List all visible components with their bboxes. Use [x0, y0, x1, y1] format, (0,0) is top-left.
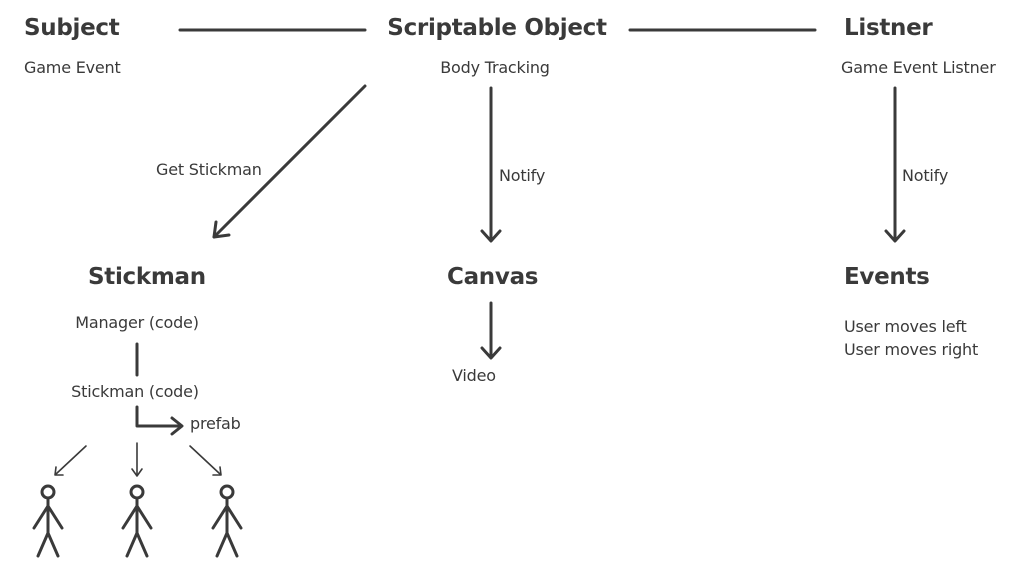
arrow-get-stickman-line — [212, 84, 367, 239]
subject-title: Subject — [24, 15, 120, 41]
stickman-title: Stickman — [88, 264, 206, 290]
events-title: Events — [844, 264, 930, 290]
stickman-prefab-label: prefab — [190, 414, 241, 433]
arrow-get-stickman-head — [212, 220, 231, 239]
edge-label-notify-canvas: Notify — [499, 166, 546, 185]
scriptable-object-title: Scriptable Object — [387, 15, 607, 41]
edge-label-get-stickman: Get Stickman — [156, 160, 262, 179]
events-item-right: User moves right — [844, 340, 979, 359]
listener-title: Listner — [844, 15, 933, 41]
listener-subtitle: Game Event Listner — [841, 58, 996, 77]
arrow-canvas-video-head — [480, 346, 502, 360]
canvas-output-label: Video — [452, 366, 496, 385]
stickman-code-label: Stickman (code) — [71, 382, 199, 401]
arrow-instance-3-head — [212, 466, 222, 476]
subject-subtitle: Game Event — [24, 58, 121, 77]
stickman-figure-1 — [32, 484, 64, 558]
stickman-manager-label: Manager (code) — [75, 313, 199, 332]
arrow-instance-1-head — [54, 466, 64, 476]
edge-label-notify-events: Notify — [902, 166, 949, 185]
scriptable-object-subtitle: Body Tracking — [440, 58, 550, 77]
arrow-notify-events-head — [884, 229, 906, 243]
arrow-notify-canvas-head — [480, 229, 502, 243]
canvas-title: Canvas — [447, 264, 539, 290]
arrow-instance-3-line — [189, 445, 221, 475]
arrow-instance-1-line — [55, 445, 87, 475]
stickman-figure-3 — [211, 484, 243, 558]
stickman-figure-2 — [121, 484, 153, 558]
events-item-left: User moves left — [844, 317, 967, 336]
arrow-prefab-line — [135, 405, 183, 428]
arrow-prefab-head — [170, 416, 184, 436]
arrow-instance-2-head — [131, 468, 143, 477]
